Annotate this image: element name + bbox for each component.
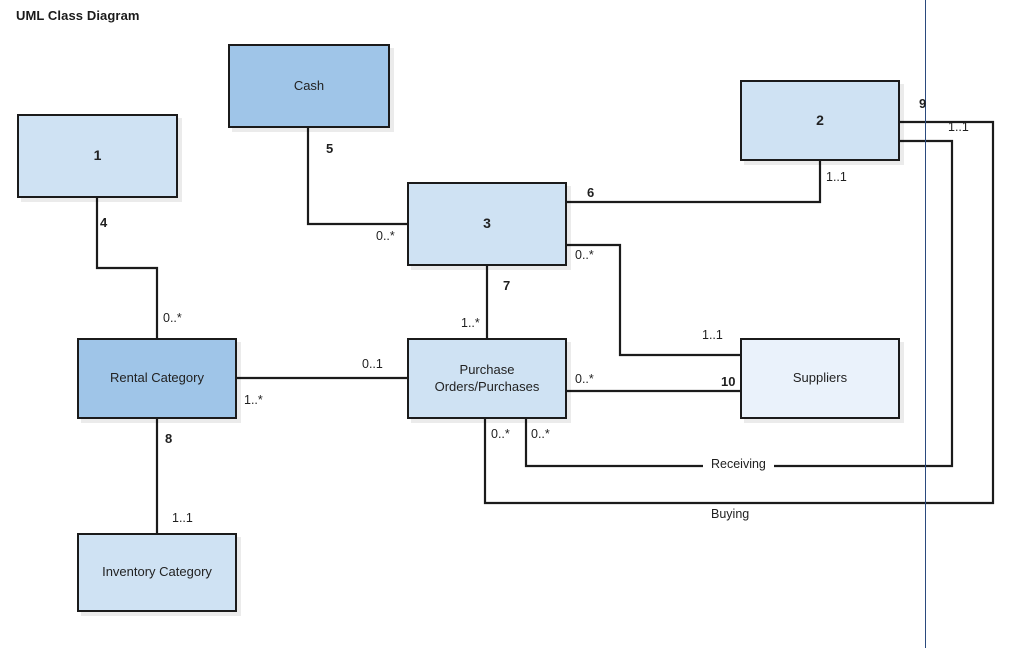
edge-label-4: 4 — [100, 215, 108, 230]
edge-label-5: 5 — [326, 141, 334, 156]
edge-5 — [306, 126, 409, 226]
class-box-1-label: 1 — [93, 147, 102, 164]
class-box-cash[interactable]: Cash — [228, 44, 390, 128]
class-box-purchase-orders[interactable]: Purchase Orders/Purchases — [407, 338, 567, 419]
edge-6 — [565, 159, 822, 204]
edge-label-7-mult: 1..* — [461, 316, 480, 330]
class-box-suppliers[interactable]: Suppliers — [740, 338, 900, 419]
edge-11 — [565, 243, 742, 357]
edge-label-10: 10 — [721, 374, 736, 389]
edge-name-buying: Buying — [711, 507, 750, 521]
edge-label-6: 6 — [587, 185, 595, 200]
edge-label-8-mult: 1..1 — [172, 511, 193, 525]
edge-label-8: 8 — [165, 431, 173, 446]
class-box-purchase-orders-label: Purchase Orders/Purchases — [434, 362, 540, 394]
edge-label-7: 7 — [503, 278, 511, 293]
edge-name-receiving: Receiving — [703, 457, 774, 471]
edge-4 — [95, 196, 159, 340]
class-box-inventory-category-label: Inventory Category — [102, 564, 212, 580]
class-box-suppliers-label: Suppliers — [792, 370, 848, 386]
class-box-2-label: 2 — [816, 111, 824, 128]
class-box-3-label: 3 — [483, 215, 491, 232]
edge-label-9-mult: 1..1 — [948, 120, 969, 134]
class-box-rental-category[interactable]: Rental Category — [77, 338, 237, 419]
class-box-1[interactable]: 1 — [17, 114, 178, 198]
edge-receiving — [524, 139, 954, 468]
edge-label-12-mult-a: 0..1 — [362, 357, 383, 371]
edge-buying — [483, 120, 995, 505]
edge-label-11-mult-b: 1..1 — [702, 328, 723, 342]
edge-label-13-mult-a: 0..* — [491, 427, 510, 441]
edge-label-6-mult: 1..1 — [826, 170, 847, 184]
edge-label-12-mult-b: 1..* — [244, 393, 263, 407]
class-box-inventory-category[interactable]: Inventory Category — [77, 533, 237, 612]
edge-label-10-mult: 0..* — [575, 372, 594, 386]
class-box-2[interactable]: 2 — [740, 80, 900, 161]
edge-label-11-mult-a: 0..* — [575, 248, 594, 262]
class-box-rental-category-label: Rental Category — [110, 370, 204, 386]
class-box-3[interactable]: 3 — [407, 182, 567, 266]
edge-label-4-mult: 0..* — [163, 311, 182, 325]
edge-label-5-mult: 0..* — [376, 229, 395, 243]
edge-label-9: 9 — [919, 96, 927, 111]
page-title: UML Class Diagram — [16, 8, 140, 23]
edge-label-13-mult-b: 0..* — [531, 427, 550, 441]
page-boundary-line — [925, 0, 926, 648]
class-box-cash-label: Cash — [293, 77, 325, 93]
